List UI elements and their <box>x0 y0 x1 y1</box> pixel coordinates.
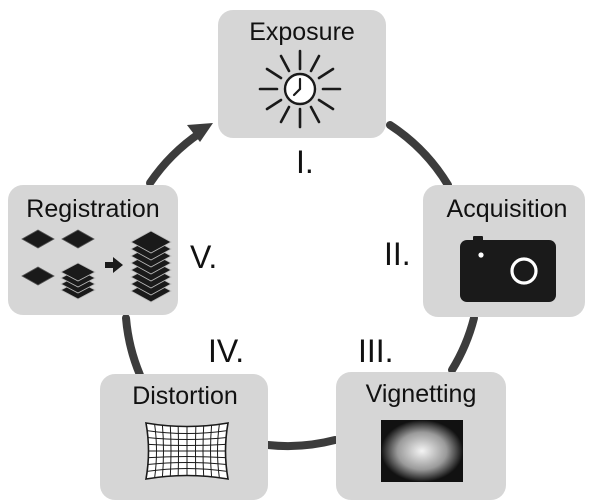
ring-arc-acquisition-vignetting <box>448 314 478 374</box>
ring-arc-distortion-registration <box>122 314 144 379</box>
image-stack-icon <box>21 229 172 303</box>
stage-exposure: Exposure I. <box>218 10 386 180</box>
camera-icon <box>460 236 556 302</box>
stage-vignetting-numeral: III. <box>358 333 394 369</box>
stage-registration-numeral: V. <box>190 239 217 275</box>
stage-distortion-numeral: IV. <box>208 333 244 369</box>
cycle-ring <box>122 121 478 451</box>
stage-registration: Registration <box>8 185 217 315</box>
stage-exposure-numeral: I. <box>296 144 314 180</box>
ring-arc-registration-exposure <box>146 129 204 187</box>
ring-arc-vignetting-distortion <box>264 436 339 451</box>
stage-exposure-label: Exposure <box>249 18 355 46</box>
sun-rays <box>258 49 342 129</box>
stage-acquisition-numeral: II. <box>384 236 411 272</box>
cycle-arrowhead-icon <box>187 123 213 142</box>
input-image-tiles <box>21 229 95 286</box>
ring-arc-exposure-acquisition <box>386 121 452 189</box>
vignette-gradient-icon <box>381 420 463 482</box>
right-arrow-icon <box>105 257 123 273</box>
stage-distortion: Distortion IV. <box>100 333 268 500</box>
output-image-stack <box>130 230 172 303</box>
sun-clock-icon <box>258 49 342 129</box>
stage-acquisition-label: Acquisition <box>447 195 568 223</box>
distorted-grid-icon <box>145 422 229 480</box>
stage-registration-label: Registration <box>26 195 159 223</box>
input-small-stack <box>60 262 96 300</box>
stage-distortion-label: Distortion <box>132 382 238 410</box>
stage-acquisition: Acquisition II. <box>384 185 585 317</box>
stage-vignetting-label: Vignetting <box>366 380 477 408</box>
stage-vignetting: Vignetting III. <box>336 333 506 500</box>
